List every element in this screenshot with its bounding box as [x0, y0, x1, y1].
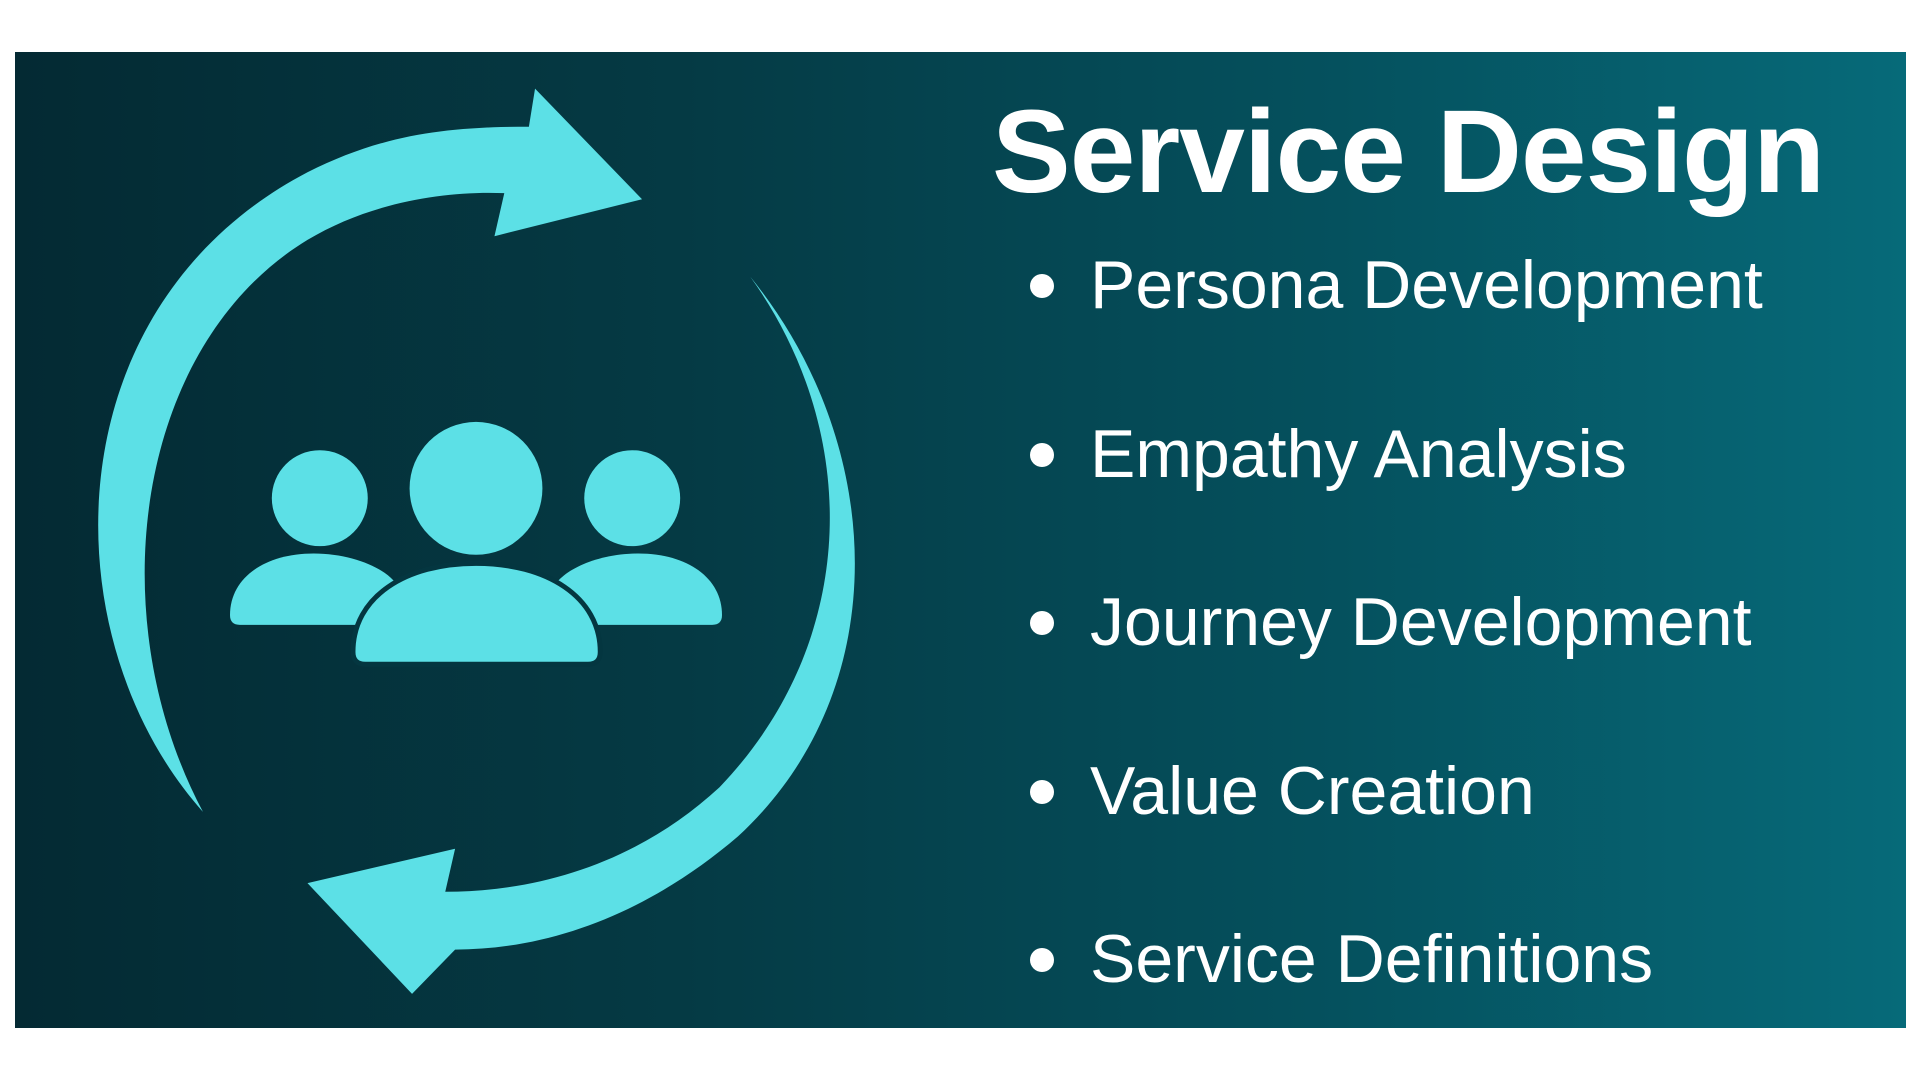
list-item: Empathy Analysis — [1030, 409, 1763, 578]
bullet-icon — [1030, 274, 1054, 298]
bullet-icon — [1030, 611, 1054, 635]
list-item-label: Value Creation — [1090, 752, 1535, 829]
list-item: Service Definitions — [1030, 914, 1763, 1083]
list-item: Journey Development — [1030, 577, 1763, 746]
list-item: Value Creation — [1030, 746, 1763, 915]
upper-cycle-arrow-icon — [98, 88, 643, 812]
list-item-label: Empathy Analysis — [1090, 415, 1627, 492]
bullet-icon — [1030, 442, 1054, 467]
list-item-label: Journey Development — [1090, 584, 1752, 660]
list-item-label: Service Definitions — [1090, 921, 1654, 997]
lower-cycle-arrow-icon — [307, 276, 855, 994]
service-design-list: Persona Development Empathy Analysis Jou… — [1030, 240, 1763, 1083]
slide-title: Service Design — [992, 86, 1825, 218]
bullet-icon — [1030, 779, 1054, 804]
bullet-icon — [1030, 948, 1054, 972]
people-group-icon — [230, 421, 722, 667]
list-item-label: Persona Development — [1090, 247, 1763, 323]
list-item: Persona Development — [1030, 240, 1763, 409]
